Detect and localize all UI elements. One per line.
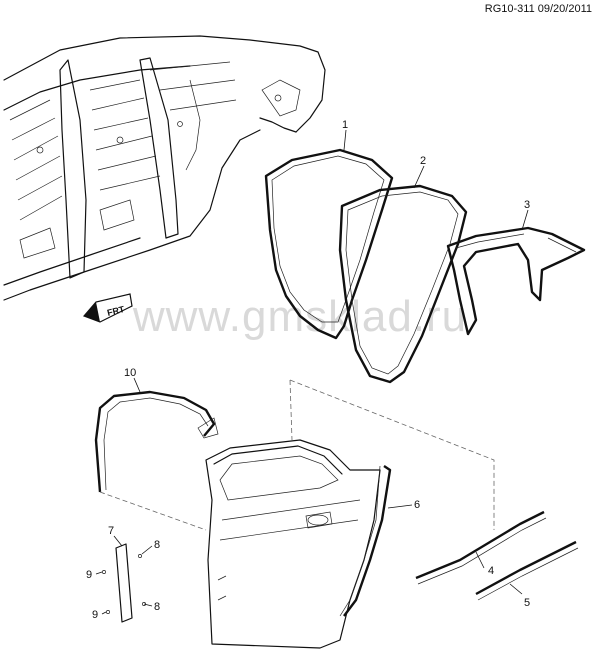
callout-2: 2 bbox=[420, 155, 426, 167]
callout-1: 1 bbox=[342, 119, 348, 131]
callout-5: 5 bbox=[524, 597, 530, 609]
callout-6: 6 bbox=[414, 499, 420, 511]
part-3-window-channel bbox=[446, 226, 586, 336]
assembly-guide-lines bbox=[99, 379, 495, 531]
callout-8-upper: 8 bbox=[154, 539, 160, 551]
callout-3: 3 bbox=[524, 199, 530, 211]
callout-9-lower: 9 bbox=[92, 609, 98, 621]
callout-labels: 1 2 3 4 5 6 7 8 8 9 9 10 bbox=[86, 119, 530, 621]
part-1-door-opening-weatherstrip bbox=[264, 148, 394, 340]
part-2-door-weatherstrip bbox=[338, 184, 468, 384]
rear-door-illustration bbox=[205, 439, 381, 649]
leader-lines bbox=[95, 129, 529, 615]
callout-7: 7 bbox=[108, 525, 114, 537]
part-4-sealing-strip bbox=[415, 510, 547, 585]
callout-10: 10 bbox=[124, 367, 136, 379]
front-arrow-label: FRT bbox=[106, 304, 126, 318]
callout-8-lower: 8 bbox=[154, 601, 160, 613]
part-6-belt-molding bbox=[339, 465, 392, 617]
part-10-upper-frame-seal bbox=[94, 390, 219, 493]
part-7-applique bbox=[102, 543, 146, 623]
callout-4: 4 bbox=[488, 565, 494, 577]
part-5-sealing-strip bbox=[475, 540, 579, 601]
vehicle-body-illustration bbox=[3, 35, 326, 301]
front-direction-arrow-icon: FRT bbox=[82, 293, 133, 323]
diagram-reference-code: RG10-311 09/20/2011 bbox=[484, 3, 592, 15]
callout-9-upper: 9 bbox=[86, 569, 92, 581]
